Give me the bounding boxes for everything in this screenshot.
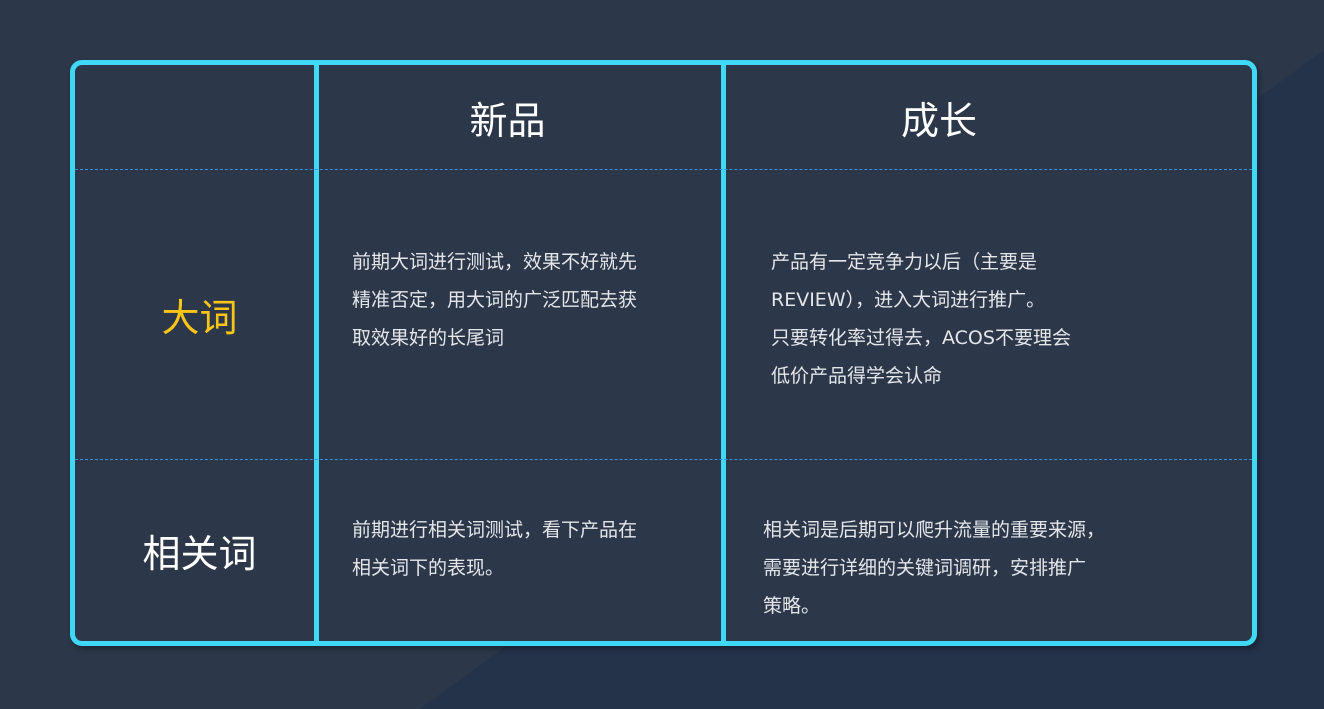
text-line: 前期进行相关词测试，看下产品在 <box>352 519 638 541</box>
corner-header <box>75 65 314 169</box>
column-header-new-product: 新品 <box>469 98 546 143</box>
text-line: 精准否定，用大词的广泛匹配去获 <box>352 289 638 311</box>
text-line: 需要进行详细的关键词调研，安排推广 <box>763 557 1087 579</box>
row-divider <box>75 459 1252 460</box>
text-line: 产品有一定竞争力以后（主要是 <box>771 251 1038 273</box>
column-header-growth: 成长 <box>900 98 977 143</box>
row-divider <box>75 169 1252 170</box>
text-line: 相关词下的表现。 <box>352 557 505 579</box>
cell-related-keywords-new-product: 前期进行相关词测试，看下产品在 相关词下的表现。 <box>352 511 637 587</box>
comparison-table: 新品 成长 大词 相关词 前期大词进行测试，效果不好就先 精准否定，用大词的广泛… <box>70 60 1257 646</box>
column-divider <box>721 65 726 641</box>
text-line: REVIEW），进入大词进行推广。 <box>771 289 1046 311</box>
text-line: 前期大词进行测试，效果不好就先 <box>352 251 638 273</box>
text-line: 相关词是后期可以爬升流量的重要来源， <box>763 519 1106 541</box>
row-header-big-keywords: 大词 <box>161 296 238 340</box>
cell-related-keywords-growth: 相关词是后期可以爬升流量的重要来源， 需要进行详细的关键词调研，安排推广 策略。 <box>763 511 1105 625</box>
cell-big-keywords-growth: 产品有一定竞争力以后（主要是 REVIEW），进入大词进行推广。 只要转化率过得… <box>771 243 1071 395</box>
text-line: 只要转化率过得去，ACOS不要理会 <box>771 327 1071 349</box>
text-line: 取效果好的长尾词 <box>352 327 505 349</box>
text-line: 策略。 <box>763 595 821 617</box>
text-line: 低价产品得学会认命 <box>771 365 943 387</box>
column-divider <box>314 65 319 641</box>
row-header-related-keywords: 相关词 <box>142 532 257 576</box>
cell-big-keywords-new-product: 前期大词进行测试，效果不好就先 精准否定，用大词的广泛匹配去获 取效果好的长尾词 <box>352 243 637 357</box>
